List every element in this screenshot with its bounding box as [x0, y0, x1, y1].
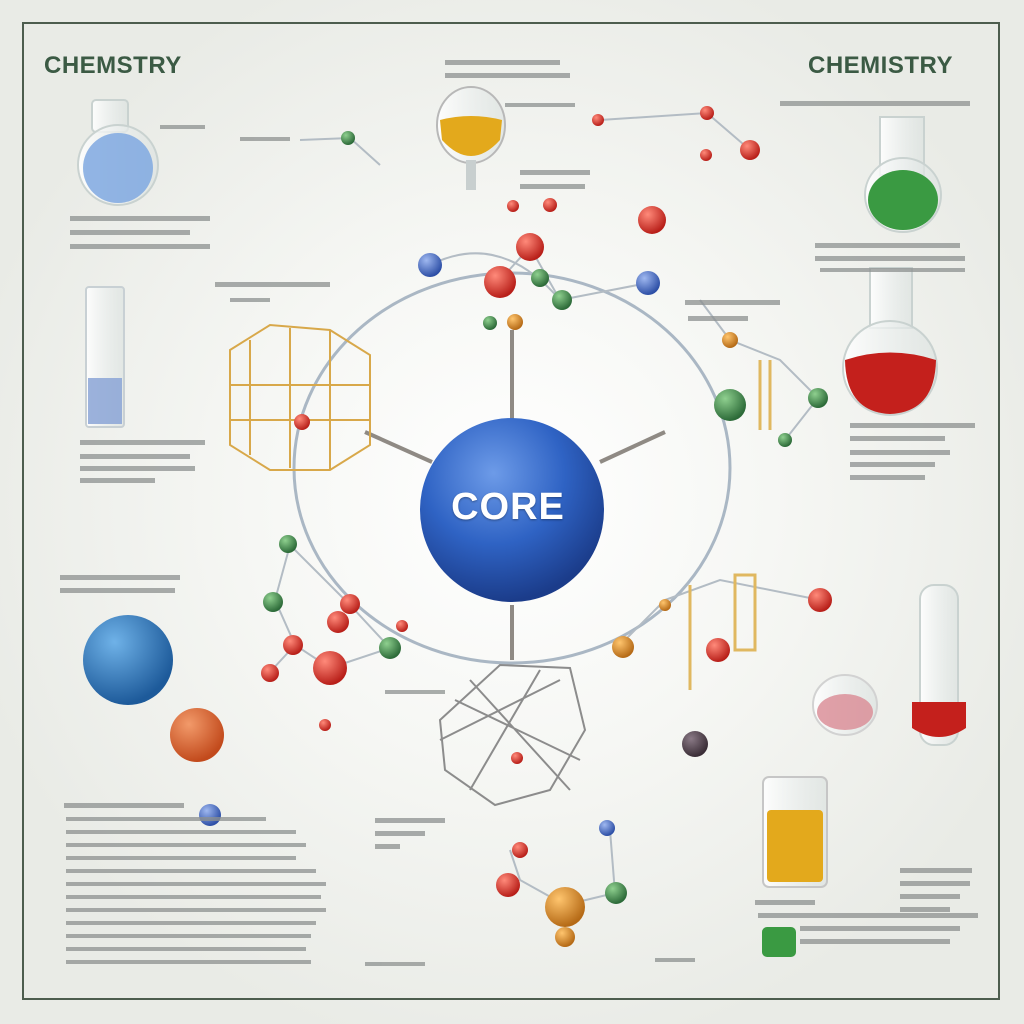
atom-icon	[638, 206, 666, 234]
atom-icon	[263, 592, 283, 612]
round-flask-icon	[77, 99, 159, 206]
atom-icon	[612, 636, 634, 658]
atom-icon	[552, 290, 572, 310]
title-left: CHEMSTRY	[44, 52, 182, 79]
top-flask-icon	[436, 86, 506, 190]
atom-icon	[511, 752, 523, 764]
atom-icon	[605, 882, 627, 904]
atom-icon	[636, 271, 660, 295]
atom-icon	[512, 842, 528, 858]
atom-icon	[507, 314, 523, 330]
atom-icon	[319, 719, 331, 731]
atom-icon	[483, 316, 497, 330]
atom-icon	[543, 198, 557, 212]
atom-icon	[484, 266, 516, 298]
atom-icon	[261, 664, 279, 682]
atom-icon	[531, 269, 549, 287]
title-right: CHEMISTRY	[808, 52, 953, 79]
atom-icon	[396, 620, 408, 632]
bracket-frame-icon	[688, 360, 772, 690]
atom-icon	[592, 114, 604, 126]
atom-icon	[507, 200, 519, 212]
poster-frame	[22, 22, 1000, 1000]
atom-icon	[599, 820, 615, 836]
atom-icon	[327, 611, 349, 633]
bond-lines	[364, 330, 666, 660]
atom-icon	[545, 887, 585, 927]
atom-icon	[700, 106, 714, 120]
atom-icon	[418, 253, 442, 277]
beaker-icon	[762, 776, 828, 888]
core-sphere-icon	[420, 418, 604, 602]
atom-icon	[682, 731, 708, 757]
green-jar-icon	[762, 927, 796, 957]
atom-icon	[516, 233, 544, 261]
atom-icon	[279, 535, 297, 553]
atom-icon	[778, 433, 792, 447]
core-label: CORE	[451, 486, 565, 528]
atom-icon	[313, 651, 347, 685]
atom-icon	[341, 131, 355, 145]
green-flask-icon	[864, 116, 942, 233]
atom-icon	[808, 588, 832, 612]
atom-icon	[808, 388, 828, 408]
atom-icon	[555, 927, 575, 947]
atom-icon	[283, 635, 303, 655]
atom-icon	[379, 637, 401, 659]
red-test-tube-icon	[912, 584, 966, 746]
atom-icon	[496, 873, 520, 897]
large-blue-sphere-icon	[83, 615, 173, 705]
atom-icon	[340, 594, 360, 614]
large-orange-sphere-icon	[170, 708, 224, 762]
wire-lattice-icon	[438, 663, 587, 807]
atom-icon	[659, 599, 671, 611]
atom-icon	[714, 389, 746, 421]
atom-icon	[740, 140, 760, 160]
atom-icon	[700, 149, 712, 161]
caption-text-blocks	[60, 60, 978, 966]
atom-icon	[706, 638, 730, 662]
atom-icon	[722, 332, 738, 348]
test-tube-icon	[85, 286, 125, 428]
small-flask-icon	[812, 674, 878, 736]
atom-icon	[294, 414, 310, 430]
